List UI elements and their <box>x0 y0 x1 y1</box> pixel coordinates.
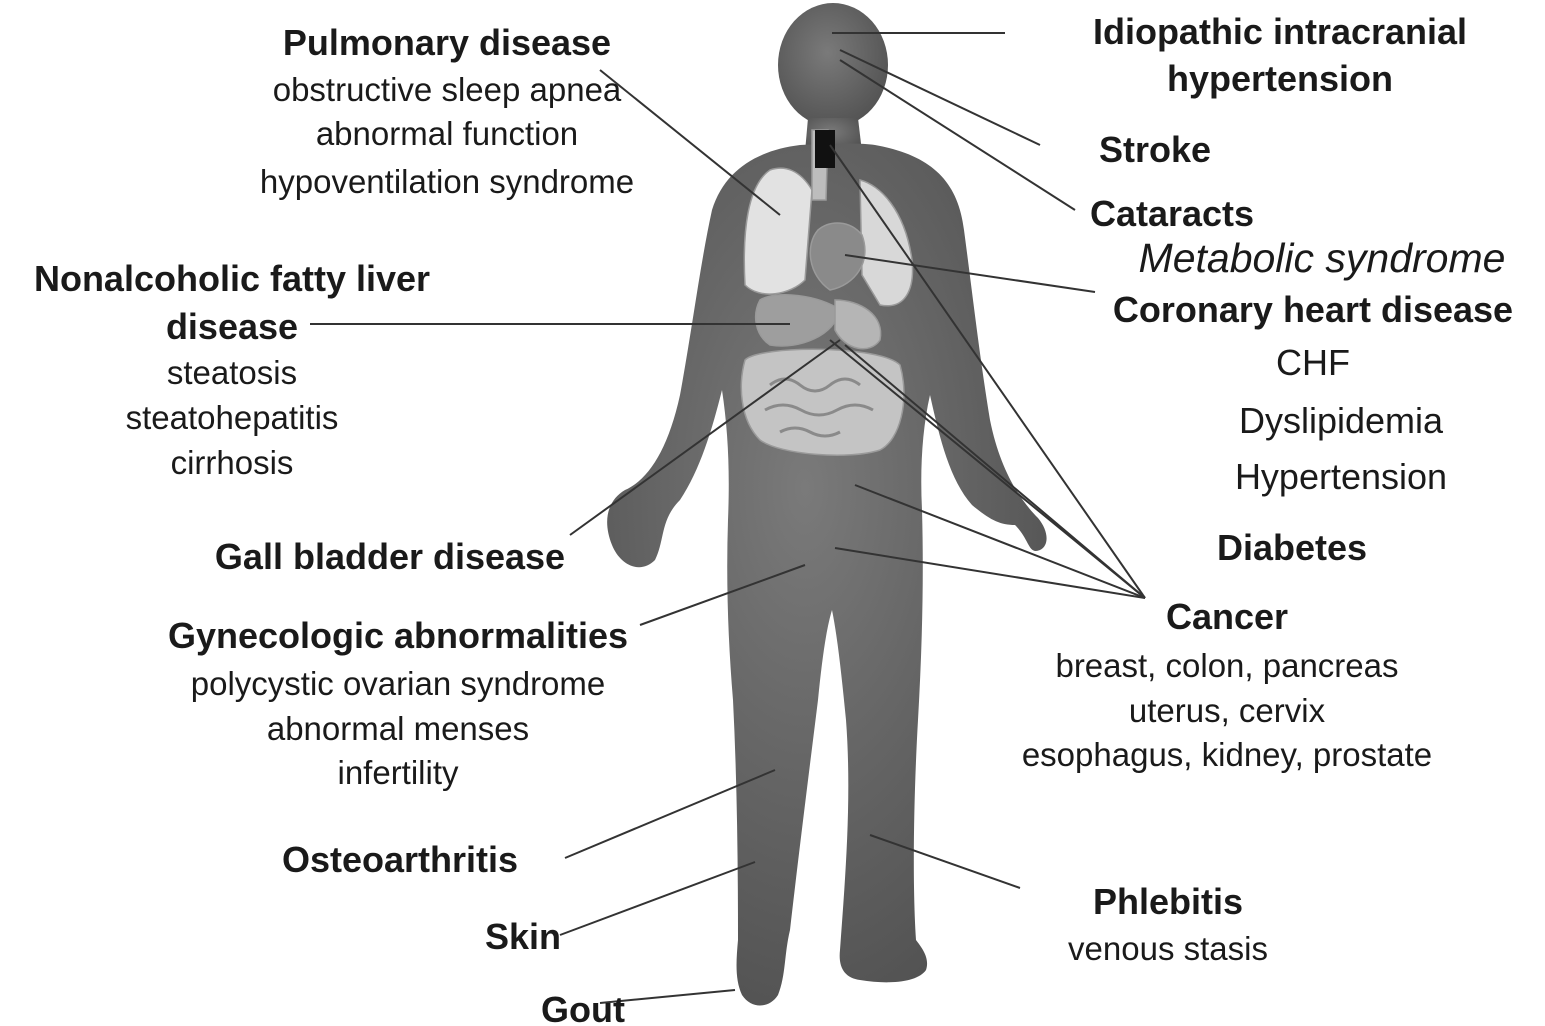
label-stroke: Stroke <box>1099 129 1211 170</box>
label-iih-line-1: Idiopathic intracranial <box>1093 11 1467 52</box>
label-gyn-item-2: abnormal menses <box>267 710 529 747</box>
label-dyslipidemia: Dyslipidemia <box>1239 400 1444 441</box>
label-iih-line-2: hypertension <box>1167 58 1393 99</box>
label-pulmonary-item-3: hypoventilation syndrome <box>260 163 634 200</box>
label-gyn-item-1: polycystic ovarian syndrome <box>191 665 606 702</box>
label-gout: Gout <box>541 989 625 1026</box>
label-phlebitis-title: Phlebitis <box>1093 881 1243 922</box>
intestines <box>741 349 904 455</box>
label-hypertension: Hypertension <box>1235 456 1447 497</box>
label-cancer-item-2: uterus, cervix <box>1129 692 1326 729</box>
label-pulmonary-item-1: obstructive sleep apnea <box>273 71 622 108</box>
label-pulmonary-item-2: abnormal function <box>316 115 578 152</box>
label-nafld-item-3: cirrhosis <box>171 444 294 481</box>
label-skin: Skin <box>485 916 561 957</box>
label-coronary-heart-disease: Coronary heart disease <box>1113 289 1513 330</box>
label-metabolic-syndrome: Metabolic syndrome <box>1139 235 1506 281</box>
label-osteoarthritis: Osteoarthritis <box>282 839 518 880</box>
label-chf: CHF <box>1276 342 1350 383</box>
label-cancer-title: Cancer <box>1166 596 1288 637</box>
label-cancer-item-1: breast, colon, pancreas <box>1055 647 1398 684</box>
label-nafld-line-1: Nonalcoholic fatty liver <box>34 258 430 299</box>
label-diabetes: Diabetes <box>1217 527 1367 568</box>
label-cataracts: Cataracts <box>1090 193 1254 234</box>
label-nafld-item-2: steatohepatitis <box>126 399 339 436</box>
label-gyn-title: Gynecologic abnormalities <box>168 615 628 656</box>
label-gyn-item-3: infertility <box>337 754 459 791</box>
label-nafld-line-2: disease <box>166 306 298 347</box>
label-gall-bladder-disease: Gall bladder disease <box>215 536 565 577</box>
label-pulmonary-title: Pulmonary disease <box>283 22 611 63</box>
label-phlebitis-item-1: venous stasis <box>1068 930 1268 967</box>
label-cancer-item-3: esophagus, kidney, prostate <box>1022 736 1432 773</box>
label-nafld-item-1: steatosis <box>167 354 297 391</box>
